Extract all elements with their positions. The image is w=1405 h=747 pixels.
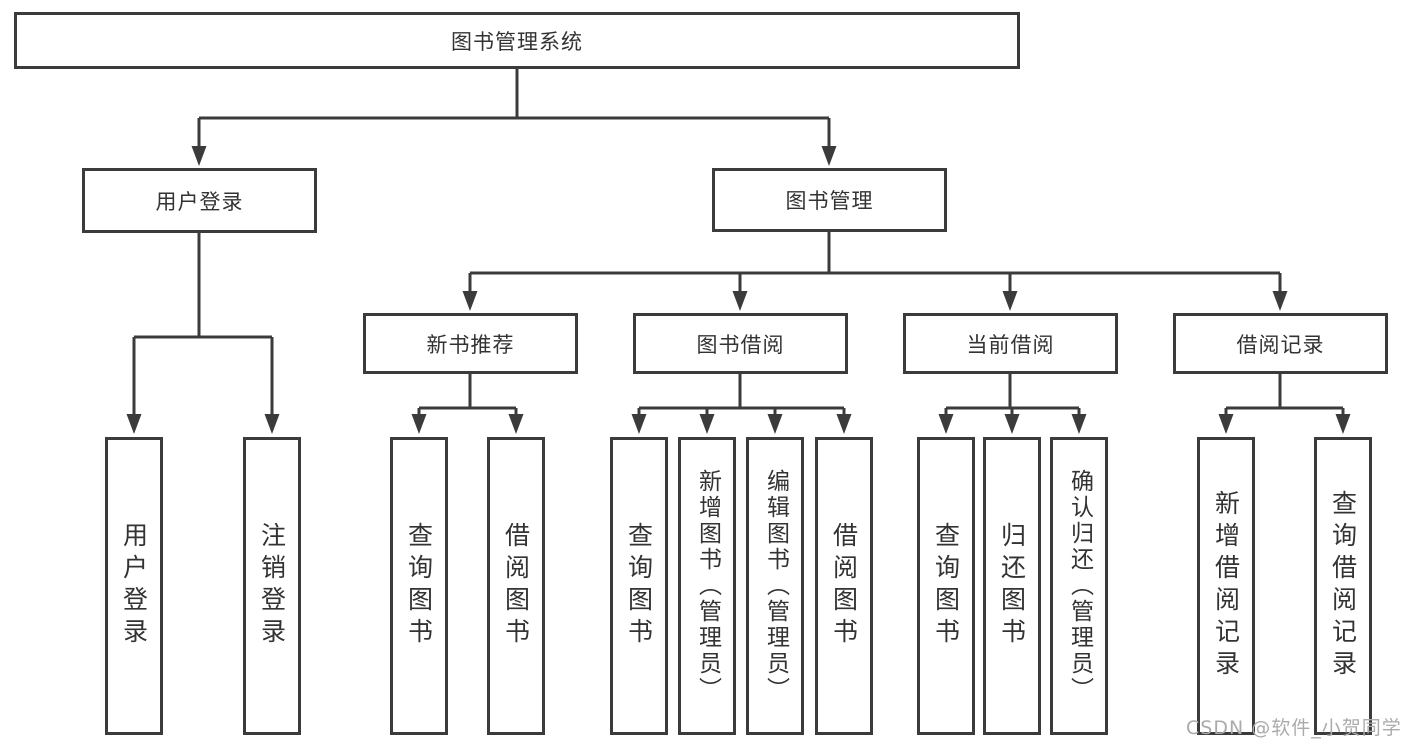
leaf-borrow-query-books: 查询图书 [610,437,668,735]
node-borrow-record: 借阅记录 [1173,313,1388,374]
leaf-user-login: 用户登录 [105,437,163,735]
leaf-record-add-borrow-record: 新增借阅记录 [1197,437,1255,735]
leaf-newbook-query-books: 查询图书 [390,437,448,735]
leaf-borrow-edit-books-admin: 编辑图书（管理员） [746,437,804,735]
node-user-login: 用户登录 [82,168,317,233]
node-new-book-recommend: 新书推荐 [363,313,578,374]
leaf-current-query-books: 查询图书 [917,437,975,735]
csdn-watermark: CSDN @软件_小贺同学 [1186,717,1402,739]
node-book-borrow: 图书借阅 [633,313,848,374]
leaf-newbook-borrow-books: 借阅图书 [487,437,545,735]
leaf-borrow-add-books-admin: 新增图书（管理员） [678,437,736,735]
leaf-borrow-borrow-books: 借阅图书 [815,437,873,735]
leaf-logout-login: 注销登录 [243,437,301,735]
leaf-current-return-books: 归还图书 [983,437,1041,735]
arrowheads [126,146,1351,434]
node-current-borrow: 当前借阅 [903,313,1118,374]
node-book-management: 图书管理 [712,168,947,232]
node-library-management-system: 图书管理系统 [14,12,1020,69]
leaf-record-query-borrow-record: 查询借阅记录 [1314,437,1372,735]
leaf-current-confirm-return-admin: 确认归还（管理员） [1050,437,1108,735]
